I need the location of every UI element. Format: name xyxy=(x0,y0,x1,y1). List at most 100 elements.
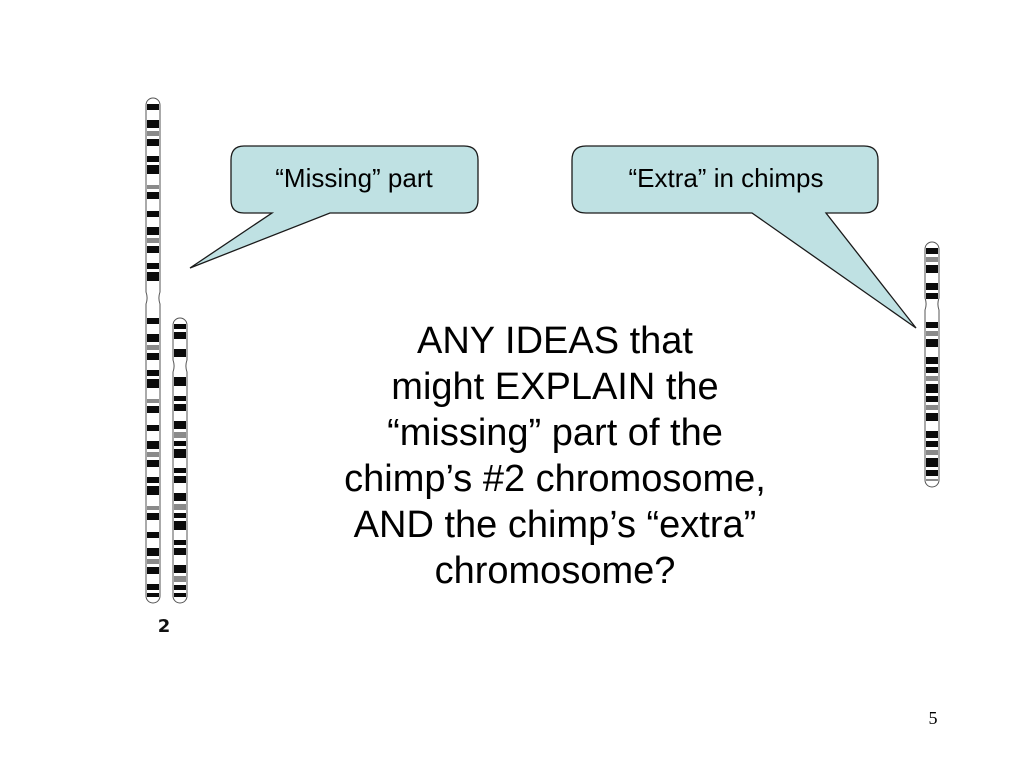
chromosome-band xyxy=(174,593,186,597)
chromosome-band xyxy=(147,192,159,199)
chromosome-band xyxy=(174,404,186,411)
chromosome-band xyxy=(147,486,159,495)
chromosome-band xyxy=(147,334,159,342)
chromosome-band xyxy=(147,238,159,243)
chromosome-band xyxy=(174,349,186,357)
chromosome-band xyxy=(147,584,159,590)
chromosome-band xyxy=(174,396,186,401)
chromosome-band xyxy=(147,246,159,253)
slide-number: 5 xyxy=(928,708,938,728)
chromosome-band xyxy=(926,322,938,328)
chromosome-band xyxy=(147,227,159,235)
chromosome-band xyxy=(926,257,938,262)
chromosome-band xyxy=(147,156,159,162)
chromosome-band xyxy=(147,139,159,146)
chromosome-band xyxy=(926,248,938,254)
chromosome-band xyxy=(147,353,159,360)
chromosome-band xyxy=(147,272,159,281)
chromosome-band xyxy=(147,593,159,597)
chromosome-band xyxy=(174,565,186,573)
question-line: “missing” part of the xyxy=(387,412,723,454)
callout-missing-bubble xyxy=(189,145,479,269)
chromosome-band xyxy=(174,441,186,446)
chromosome-band xyxy=(174,421,186,429)
chromosome-band xyxy=(147,477,159,483)
chromosome-band xyxy=(174,468,186,473)
chromosome-band xyxy=(147,318,159,324)
chromosome-band xyxy=(147,441,159,449)
chromosome-band xyxy=(147,345,159,350)
chromosome-band xyxy=(926,479,938,481)
chromosome-band xyxy=(147,165,159,174)
chromosome-band xyxy=(174,449,186,458)
chromosome-band xyxy=(174,377,186,386)
chromosome-band xyxy=(926,441,938,447)
question-line: ANY IDEAS that xyxy=(417,320,693,362)
chromosome-band xyxy=(926,376,938,381)
chromosome-band xyxy=(147,460,159,467)
callout-missing-label: “Missing” part xyxy=(275,163,433,193)
chimp-chromosome-right-ideogram xyxy=(924,241,940,488)
chromosome-band xyxy=(174,504,186,510)
chromosome-band xyxy=(147,559,159,564)
chromosome-band xyxy=(174,332,186,339)
chromosome-band xyxy=(174,476,186,483)
chromosome-band xyxy=(147,452,159,457)
chromosome-band xyxy=(926,384,938,393)
chromosome-band xyxy=(174,513,186,518)
chromosome-band xyxy=(926,339,938,347)
chromosome-band xyxy=(174,521,186,530)
chromosome-band xyxy=(926,450,938,455)
chromosome-band xyxy=(147,263,159,269)
question-line: AND the chimp’s “extra” xyxy=(353,504,757,546)
chromosome-band xyxy=(147,104,159,110)
chromosome-band xyxy=(174,576,186,582)
chromosome-band xyxy=(926,331,938,336)
chromosome-band xyxy=(147,379,159,388)
chromosome-band xyxy=(147,399,159,403)
chromosome-band xyxy=(147,120,159,128)
question-line: might EXPLAIN the xyxy=(391,366,719,408)
chromosome-band xyxy=(926,458,938,467)
chromosome-band xyxy=(147,406,159,413)
chromosome-band xyxy=(147,532,159,538)
chromosome-outline xyxy=(924,241,940,488)
chromosome-band xyxy=(926,357,938,364)
chromosome-band xyxy=(147,567,159,574)
chromosome-band xyxy=(147,131,159,136)
chromosome-band xyxy=(147,370,159,376)
chromosome-outline xyxy=(145,97,161,604)
chromosome-number-label: 2 xyxy=(157,616,171,637)
chimp-chromosome-left-ideogram xyxy=(172,317,188,604)
chromosome-band xyxy=(926,265,938,273)
chromosome-band xyxy=(147,185,159,189)
chromosome-band xyxy=(926,431,938,438)
chromosome-band xyxy=(147,548,159,556)
callout-extra-label: “Extra” in chimps xyxy=(628,163,824,193)
chromosome-band xyxy=(926,396,938,402)
chromosome-band xyxy=(174,324,186,329)
chromosome-band xyxy=(174,493,186,501)
chromosome-band xyxy=(926,470,938,476)
chromosome-band xyxy=(926,367,938,373)
chromosome-band xyxy=(174,548,186,555)
human-chromosome-2-ideogram xyxy=(145,97,161,604)
question-text: ANY IDEAS that might EXPLAIN the “missin… xyxy=(290,318,820,594)
callout-extra-bubble xyxy=(571,145,917,329)
chromosome-band xyxy=(926,293,938,299)
chromosome-band xyxy=(147,506,159,510)
chromosome-band xyxy=(147,211,159,217)
chromosome-band xyxy=(174,432,186,438)
chromosome-band xyxy=(174,585,186,590)
chromosome-band xyxy=(926,405,938,410)
question-line: chromosome? xyxy=(434,550,676,592)
chromosome-band xyxy=(147,425,159,431)
chromosome-band xyxy=(147,513,159,520)
chromosome-band xyxy=(174,540,186,545)
chromosome-outline xyxy=(172,317,188,604)
chromosome-band xyxy=(926,413,938,421)
question-line: chimp’s #2 chromosome, xyxy=(344,458,766,500)
chromosome-band xyxy=(926,283,938,290)
